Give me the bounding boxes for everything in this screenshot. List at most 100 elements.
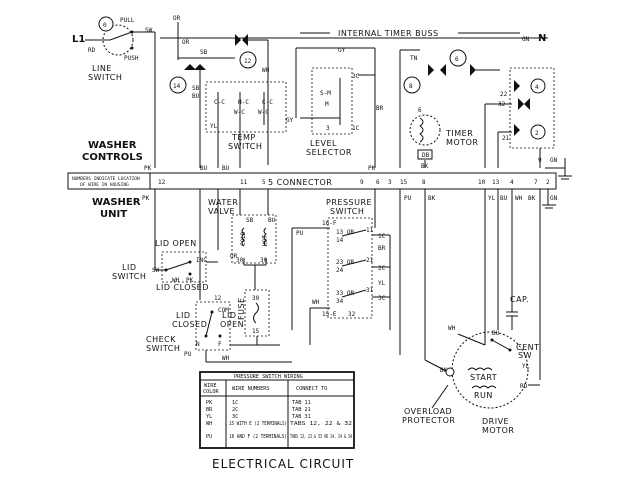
svg-text:S-M: S-M	[320, 90, 331, 97]
washer-controls-label: WASHER	[88, 140, 137, 151]
svg-text:3C: 3C	[378, 295, 386, 302]
pressure-switch: PRESSURE SWITCH 16-F 13 OR 14 23 OR 24 3…	[291, 198, 391, 345]
svg-text:F: F	[218, 341, 222, 348]
svg-text:SWITCH: SWITCH	[88, 73, 122, 82]
svg-text:BU: BU	[222, 165, 230, 172]
svg-text:TN: TN	[410, 55, 418, 62]
svg-text:BU: BU	[492, 330, 500, 337]
svg-text:SWITCH: SWITCH	[228, 142, 262, 151]
svg-text:7: 7	[534, 179, 538, 186]
svg-text:30: 30	[236, 257, 244, 264]
svg-text:YL: YL	[378, 280, 386, 287]
svg-text:GY: GY	[286, 117, 294, 124]
svg-text:3: 3	[388, 179, 392, 186]
neutral-label: N	[538, 33, 546, 44]
svg-text:30: 30	[260, 257, 268, 264]
timer-number-0: 0	[103, 22, 107, 29]
svg-text:13 OR: 13 OR	[336, 229, 354, 236]
svg-text:PU: PU	[296, 230, 304, 237]
pressure-switch-table: PRESSURE SWITCH WIRING WIRE COLOR WIRE N…	[199, 371, 355, 449]
svg-text:12: 12	[214, 295, 222, 302]
svg-text:TABS 13, 23 & 33 OR 14, 24 & 3: TABS 13, 23 & 33 OR 14, 24 & 34	[290, 434, 352, 440]
svg-text:PK: PK	[368, 165, 376, 172]
svg-text:LID OPEN: LID OPEN	[155, 239, 197, 248]
svg-text:BR: BR	[376, 105, 384, 112]
svg-text:WH: WH	[262, 67, 270, 74]
svg-text:9: 9	[360, 179, 364, 186]
svg-text:CLOSED: CLOSED	[172, 320, 207, 329]
svg-text:PUSH: PUSH	[124, 55, 139, 62]
svg-text:6: 6	[376, 179, 380, 186]
svg-text:START: START	[470, 373, 497, 382]
water-valve-label: WATER	[208, 198, 238, 207]
svg-text:BU: BU	[268, 217, 276, 224]
svg-text:BR: BR	[206, 407, 213, 413]
svg-text:15-E: 15-E	[322, 311, 337, 318]
svg-text:PK: PK	[144, 165, 152, 172]
svg-text:VALVE: VALVE	[208, 207, 235, 216]
svg-text:INC: INC	[196, 257, 207, 264]
table-header-connect-to: CONNECT TO	[296, 386, 327, 392]
timer-buss-label: INTERNAL TIMER BUSS	[338, 29, 439, 38]
svg-text:COLOR: COLOR	[203, 389, 219, 395]
check-switch: 12 COM LID CLOSED LID OPEN CHECK SWITCH …	[146, 295, 292, 363]
svg-text:MOTOR: MOTOR	[446, 138, 478, 147]
svg-text:SWITCH: SWITCH	[330, 207, 364, 216]
svg-text:3: 3	[326, 125, 330, 132]
svg-text:COM: COM	[218, 307, 229, 314]
svg-text:WH: WH	[515, 195, 523, 202]
svg-text:YL: YL	[210, 123, 218, 130]
svg-text:N: N	[196, 341, 200, 348]
svg-text:PULL: PULL	[120, 17, 135, 24]
svg-text:2: 2	[546, 179, 550, 186]
svg-text:WH: WH	[206, 421, 212, 427]
svg-text:TAB 21: TAB 21	[292, 407, 311, 413]
svg-text:5: 5	[262, 179, 266, 186]
svg-text:YL: YL	[206, 414, 212, 420]
svg-text:TABS 12, 22 & 32: TABS 12, 22 & 32	[290, 421, 352, 427]
svg-text:14: 14	[336, 237, 344, 244]
svg-text:BU: BU	[500, 195, 508, 202]
svg-text:RD: RD	[88, 47, 96, 54]
svg-text:30: 30	[252, 295, 260, 302]
lid-switch: LID OPEN LID CLOSED SW INC WH PK LID SWI…	[112, 239, 218, 292]
svg-text:SWITCH: SWITCH	[112, 272, 146, 281]
svg-text:WH: WH	[172, 277, 180, 284]
svg-text:SB: SB	[246, 217, 254, 224]
svg-text:9: 9	[538, 157, 542, 164]
washer-unit-label: WASHER	[92, 197, 141, 208]
svg-text:34: 34	[336, 298, 344, 305]
connector-strip: NUMBERS INDICATE LOCATION OF WIRE IN HOU…	[67, 165, 557, 190]
svg-text:8: 8	[422, 179, 426, 186]
level-selector-label: LEVEL	[310, 139, 337, 148]
svg-text:23 OR: 23 OR	[336, 259, 354, 266]
svg-text:TAB 31: TAB 31	[292, 414, 311, 420]
svg-text:SW: SW	[518, 351, 532, 360]
timer-number-8: 8	[409, 83, 413, 90]
svg-text:M: M	[325, 101, 329, 108]
svg-text:BK: BK	[528, 195, 536, 202]
water-valve: WATER VALVE SB BU COLD HOT 30 30 OR	[208, 198, 277, 290]
svg-text:C-C: C-C	[262, 99, 273, 106]
svg-text:33 OR: 33 OR	[336, 290, 354, 297]
svg-text:15: 15	[400, 179, 408, 186]
svg-text:1C: 1C	[232, 400, 238, 406]
timer-motor: 8 TN 6 6 DB TIMER MOTOR BK	[399, 49, 500, 170]
svg-text:2C: 2C	[378, 265, 386, 272]
table-title: PRESSURE SWITCH WIRING	[234, 374, 303, 380]
svg-text:16 AND F (2 TERMINALS): 16 AND F (2 TERMINALS)	[229, 434, 287, 440]
svg-text:6: 6	[418, 107, 422, 114]
svg-text:PK: PK	[142, 195, 150, 202]
svg-text:PK: PK	[206, 400, 213, 406]
svg-text:RD: RD	[520, 383, 528, 390]
svg-text:GN: GN	[522, 36, 530, 43]
svg-text:21: 21	[366, 257, 374, 264]
svg-text:LID: LID	[222, 311, 236, 320]
overload-label: OVERLOAD	[404, 407, 452, 416]
check-switch-label: CHECK	[146, 335, 176, 344]
table-header-wire-numbers: WIRE NUMBERS	[232, 386, 269, 392]
svg-text:SELECTOR: SELECTOR	[306, 148, 352, 157]
svg-text:10: 10	[478, 179, 486, 186]
drive-motor-label: DRIVE	[482, 417, 509, 426]
